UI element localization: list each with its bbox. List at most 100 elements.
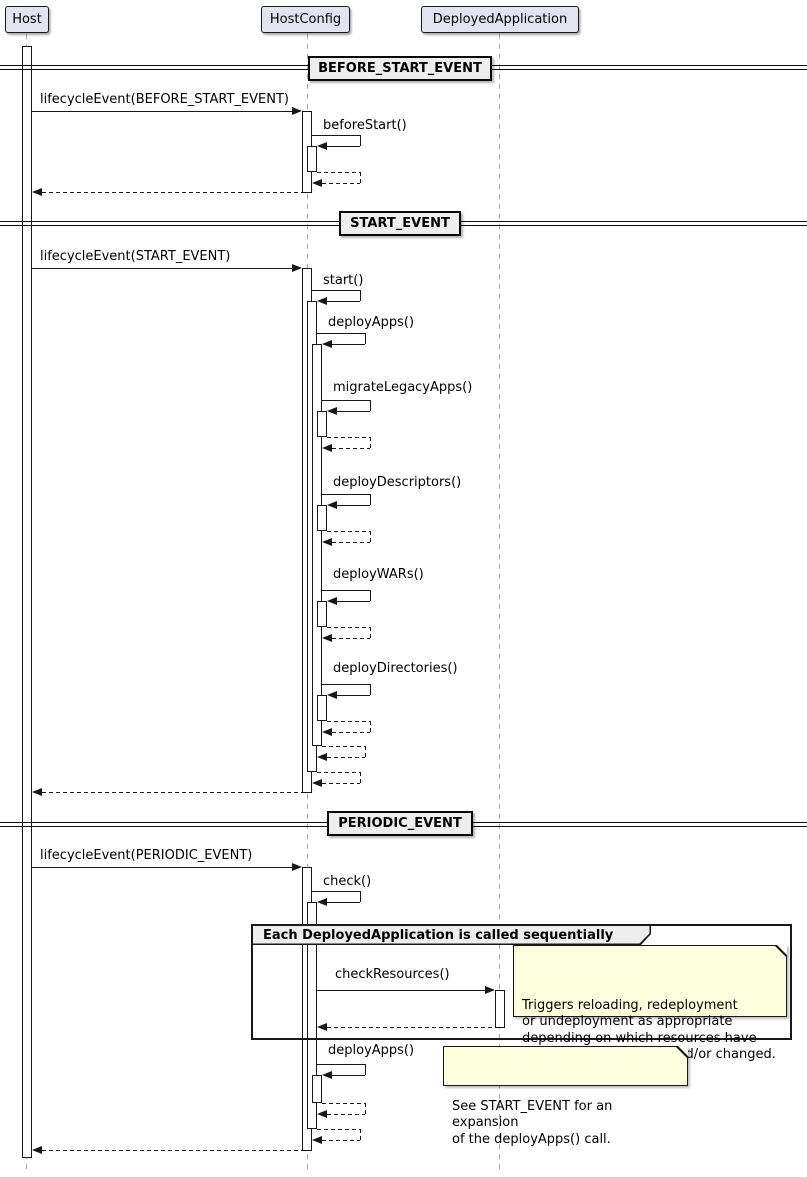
self-call-check	[312, 891, 360, 893]
self-return-deployapps-arrowhead	[317, 752, 327, 761]
return-arrow-to-host-before-arrowhead	[32, 187, 42, 196]
call-arrow-lifecycle-before-start-arrowhead	[292, 106, 302, 115]
hostconfig-activation-deployapps	[312, 344, 322, 746]
group-frame-sequential: Each DeployedApplication is called seque…	[251, 924, 792, 1040]
note-fold-icon	[777, 945, 787, 955]
message-label-deployapps-periodic: deployApps()	[328, 1043, 415, 1058]
self-call-start-arrowhead	[317, 296, 327, 305]
self-return-beforestart	[322, 183, 360, 185]
self-call-beforestart	[360, 135, 362, 146]
self-call-deploywars	[322, 590, 370, 592]
message-label-checkresources: checkResources()	[335, 967, 450, 982]
self-return-check-arrowhead	[312, 1135, 322, 1144]
group-header	[253, 926, 651, 945]
self-call-migratelegacyapps	[370, 400, 372, 411]
hostconfig-activation-deployapps-periodic	[312, 1075, 322, 1103]
deployedapplication-activation-checkresources	[495, 990, 505, 1028]
self-call-deployapps-periodic	[317, 1064, 365, 1066]
message-label-check: check()	[323, 874, 372, 889]
participant-deployedapplication: DeployedApplication	[421, 6, 579, 33]
self-call-beforestart	[327, 146, 360, 148]
return-arrow-to-host-start-arrowhead	[32, 787, 42, 796]
message-label-lifecycle-start: lifecycleEvent(START_EVENT)	[40, 249, 231, 264]
self-return-check	[360, 1129, 362, 1140]
self-return-check	[317, 1129, 360, 1131]
return-arrow-checkresources-arrowhead	[317, 1022, 327, 1031]
hostconfig-activation-check	[307, 902, 317, 1129]
self-call-deployapps-periodic-arrowhead	[322, 1070, 332, 1079]
self-return-deploydirectories	[332, 732, 370, 734]
self-call-deploydescriptors	[370, 494, 372, 505]
call-arrow-lifecycle-start	[32, 268, 293, 270]
participant-hostconfig: HostConfig	[261, 6, 350, 33]
self-return-deploydirectories	[370, 721, 372, 732]
self-return-start	[317, 772, 360, 774]
self-return-deploywars	[332, 638, 370, 640]
self-call-start	[360, 290, 362, 301]
self-call-deploywars-arrowhead	[327, 596, 337, 605]
self-call-deployapps	[365, 333, 367, 344]
self-call-deployapps	[317, 333, 365, 335]
self-return-deployapps	[322, 746, 365, 748]
self-call-deploydirectories-arrowhead	[327, 690, 337, 699]
hostconfig-activation-deploywars	[317, 601, 327, 627]
self-return-deploywars	[370, 627, 372, 638]
self-return-start	[360, 772, 362, 783]
self-return-beforestart	[360, 172, 362, 183]
message-label-migratelegacyapps: migrateLegacyApps()	[333, 380, 473, 395]
divider-before-start-event: BEFORE_START_EVENT	[308, 56, 492, 81]
self-call-deployapps-arrowhead	[322, 339, 332, 348]
hostconfig-activation-migratelegacyapps	[317, 411, 327, 437]
self-call-migratelegacyapps	[322, 400, 370, 402]
self-return-deployapps-periodic-arrowhead	[317, 1109, 327, 1118]
lifeline-deployedapplication	[499, 34, 500, 1172]
self-call-deploydescriptors-arrowhead	[327, 500, 337, 509]
self-call-deploywars	[370, 590, 372, 601]
message-label-start: start()	[323, 273, 364, 288]
self-return-start	[322, 783, 360, 785]
self-call-deploydirectories	[322, 684, 370, 686]
message-label-deploywars: deployWARs()	[333, 567, 424, 582]
call-arrow-lifecycle-periodic	[32, 867, 293, 869]
self-return-deploywars-arrowhead	[322, 633, 332, 642]
note-fold-icon	[678, 1046, 688, 1056]
call-arrow-checkresources	[317, 990, 486, 992]
self-call-start	[312, 290, 360, 292]
self-return-deploydescriptors	[370, 531, 372, 542]
call-arrow-checkresources-arrowhead	[485, 985, 495, 994]
self-return-deploydirectories-arrowhead	[322, 727, 332, 736]
self-return-beforestart	[317, 172, 360, 174]
self-call-deploydescriptors	[337, 505, 370, 507]
return-arrow-to-host-periodic	[42, 1150, 302, 1152]
return-arrow-checkresources	[327, 1027, 495, 1029]
self-return-migratelegacyapps-arrowhead	[322, 443, 332, 452]
hostconfig-activation-deploydirectories	[317, 695, 327, 721]
note-deployapps-text: See START_EVENT for an expansion of the …	[452, 1098, 613, 1147]
self-return-deployapps-periodic	[327, 1114, 365, 1116]
group-title: Each DeployedApplication is called seque…	[263, 928, 614, 943]
participant-host: Host	[5, 6, 49, 33]
self-return-migratelegacyapps	[332, 448, 370, 450]
self-call-deployapps	[332, 344, 365, 346]
host-activation	[22, 46, 32, 1158]
hostconfig-activation-deploydescriptors	[317, 505, 327, 531]
divider-periodic-event: PERIODIC_EVENT	[327, 811, 473, 836]
self-return-start-arrowhead	[312, 778, 322, 787]
self-return-migratelegacyapps	[327, 437, 370, 439]
note-deployapps: See START_EVENT for an expansion of the …	[443, 1046, 688, 1147]
hostconfig-activation-beforestart	[307, 146, 317, 172]
self-call-deploydescriptors	[322, 494, 370, 496]
self-call-check-arrowhead	[317, 897, 327, 906]
message-label-beforestart: beforeStart()	[323, 118, 407, 133]
message-label-lifecycle-periodic: lifecycleEvent(PERIODIC_EVENT)	[40, 848, 253, 863]
self-return-deployapps-periodic	[322, 1103, 365, 1105]
message-label-deploydirectories: deployDirectories()	[333, 661, 458, 676]
self-call-migratelegacyapps	[337, 411, 370, 413]
message-label-deployapps: deployApps()	[328, 315, 415, 330]
self-return-migratelegacyapps	[370, 437, 372, 448]
self-return-deploydirectories	[327, 721, 370, 723]
self-call-deployapps-periodic	[332, 1075, 365, 1077]
self-return-deploydescriptors	[332, 542, 370, 544]
self-return-deployapps	[365, 746, 367, 757]
